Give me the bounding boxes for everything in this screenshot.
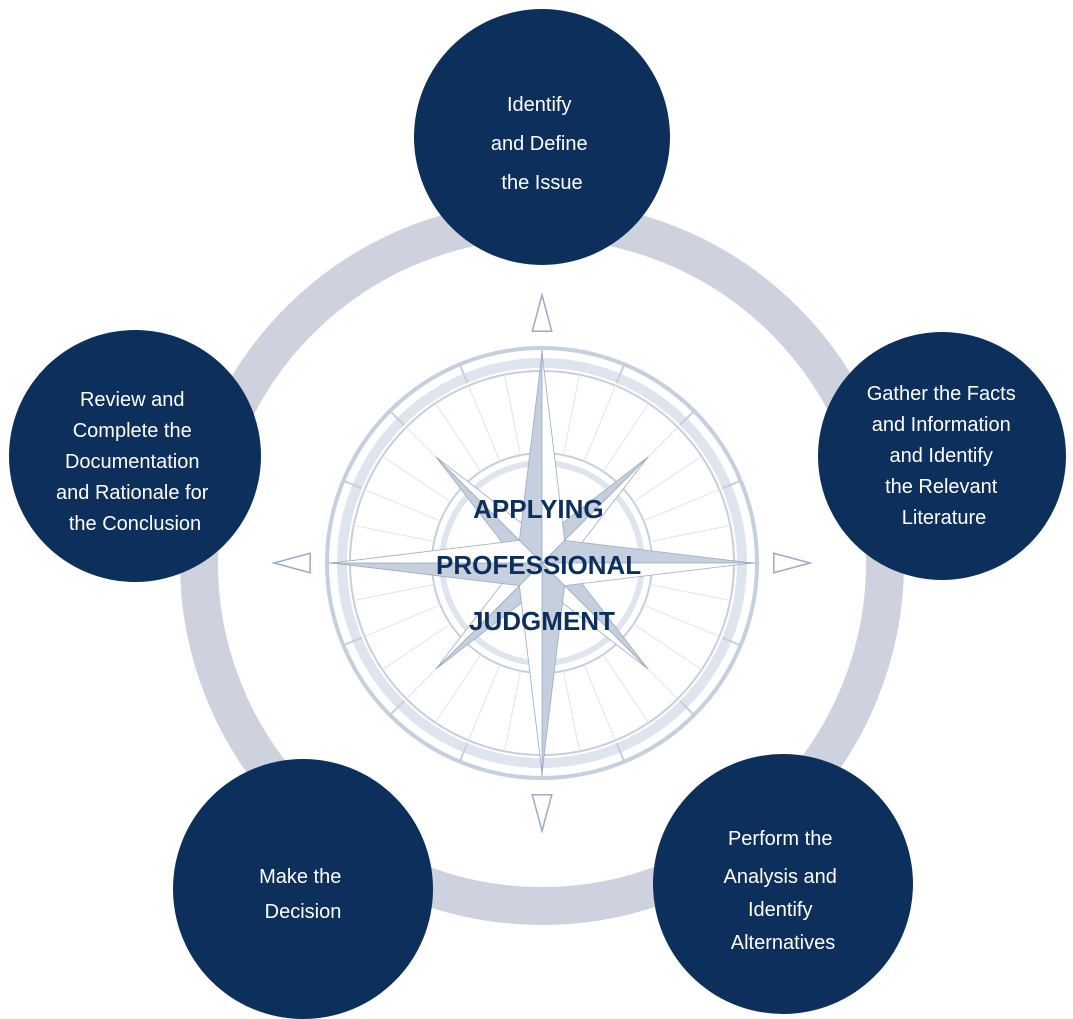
compass-tick-line: [468, 385, 501, 462]
step-label-line: Documentation: [65, 451, 200, 473]
compass-tick-line: [562, 670, 580, 752]
compass-band-divider: [615, 742, 626, 763]
compass-band-divider: [679, 700, 695, 716]
step-label: Gather the Facts and Information and Ide…: [867, 383, 1022, 529]
step-label: Identify and Define the Issue: [491, 94, 593, 194]
step-label: Perform the Analysis and Identify Altern…: [724, 828, 843, 954]
step-label-line: Decision: [265, 901, 342, 923]
step-label-line: and Identify: [890, 445, 993, 467]
step-node-circle: [414, 9, 670, 265]
step-label-line: Identify: [748, 899, 812, 921]
compass-tick-line: [602, 654, 650, 723]
compass-band-divider: [458, 742, 469, 763]
step-review-documentation: Review and Complete the Documentation an…: [9, 330, 261, 582]
step-label-line: and Information: [872, 414, 1011, 436]
compass-east-marker: [773, 552, 813, 574]
compass-band-divider: [721, 479, 742, 490]
step-label-line: Make the: [259, 866, 341, 888]
step-label-line: Identify: [507, 94, 571, 116]
compass-south-marker: [531, 794, 553, 834]
compass-band-divider: [342, 479, 363, 490]
center-title: APPLYING PROFESSIONAL JUDGMENT: [436, 494, 648, 636]
compass-cardinal-point-right: [518, 562, 543, 774]
compass-band-divider: [342, 636, 363, 647]
compass-tick-line: [649, 525, 731, 543]
step-label-line: Literature: [902, 507, 987, 529]
compass-tick-line: [434, 403, 482, 472]
compass-cardinal-point-right: [541, 352, 566, 564]
compass-tick-line: [364, 604, 441, 637]
compass-tick-line: [633, 623, 702, 671]
compass-band-divider: [458, 363, 469, 384]
center-title-line: PROFESSIONAL: [436, 550, 641, 580]
center-title-line: APPLYING: [473, 494, 604, 524]
compass-tick-line: [649, 583, 731, 601]
center-title-line: JUDGMENT: [469, 606, 615, 636]
step-identify-issue: Identify and Define the Issue: [414, 9, 670, 265]
compass-tick-line: [434, 654, 482, 723]
compass-band-divider: [389, 700, 405, 716]
step-gather-facts: Gather the Facts and Information and Ide…: [818, 332, 1066, 580]
step-label-line: Complete the: [73, 420, 192, 442]
compass-tick-line: [633, 455, 702, 503]
step-label-line: the Conclusion: [69, 513, 201, 535]
compass-west-marker: [271, 552, 311, 574]
step-make-decision: Make the Decision: [173, 759, 433, 1019]
step-perform-analysis: Perform the Analysis and Identify Altern…: [653, 754, 913, 1014]
compass-cardinal-point-left: [518, 352, 543, 564]
compass-tick-line: [583, 385, 616, 462]
step-node-circle: [818, 332, 1066, 580]
step-label: Make the Decision: [259, 866, 347, 923]
step-node-circle: [173, 759, 433, 1019]
step-label-line: Perform the: [728, 828, 832, 850]
compass-tick-line: [504, 374, 522, 456]
compass-tick-line: [353, 583, 435, 601]
compass-band-divider: [389, 410, 405, 426]
step-label-line: the Issue: [501, 172, 582, 194]
step-node-circle: [9, 330, 261, 582]
step-label-line: Review and: [80, 389, 185, 411]
compass-cardinal-point-left: [541, 562, 566, 774]
compass-tick-line: [468, 664, 501, 741]
compass-band-divider: [721, 636, 742, 647]
step-label-line: the Relevant: [885, 476, 998, 498]
compass-tick-line: [382, 455, 451, 503]
compass-tick-line: [643, 489, 720, 522]
compass-tick-line: [583, 664, 616, 741]
step-label: Review and Complete the Documentation an…: [56, 389, 214, 535]
compass-tick-line: [353, 525, 435, 543]
step-label-line: Alternatives: [731, 932, 836, 954]
compass-tick-line: [504, 670, 522, 752]
compass-tick-line: [562, 374, 580, 456]
compass-rose-graphic: [271, 292, 813, 834]
step-label-line: and Rationale for: [56, 482, 209, 504]
compass-tick-line: [364, 489, 441, 522]
compass-band-divider: [679, 410, 695, 426]
compass-tick-line: [602, 403, 650, 472]
compass-tick-line: [382, 623, 451, 671]
compass-north-marker: [531, 292, 553, 332]
compass-band-divider: [615, 363, 626, 384]
step-label-line: Gather the Facts: [867, 383, 1016, 405]
compass-cardinal-point-right: [331, 539, 543, 564]
step-node-circle: [653, 754, 913, 1014]
compass-tick-line: [643, 604, 720, 637]
step-label-line: and Define: [491, 133, 588, 155]
step-label-line: Analysis and: [724, 866, 837, 888]
